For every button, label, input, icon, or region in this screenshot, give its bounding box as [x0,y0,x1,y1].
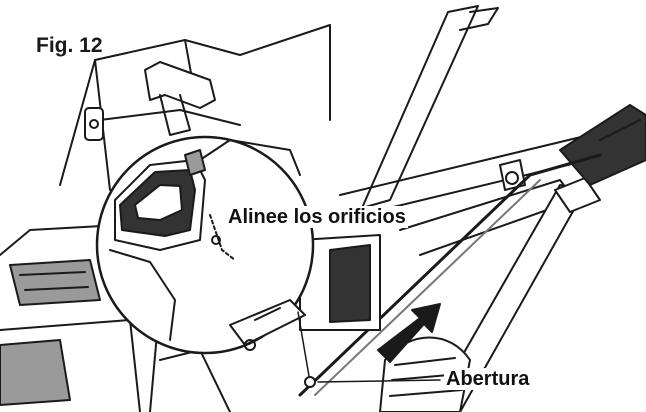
chute-handle [144,61,216,136]
side-bracket [84,107,104,141]
detail-leader [297,311,316,388]
figure-number: Fig. 12 [36,34,103,57]
opening-callout: Abertura [444,368,532,390]
upper-handle-tube [361,5,499,209]
opening-leader [317,379,441,383]
align-holes-callout: Alinee los orificios [226,206,408,228]
lower-handle-tube [429,177,601,412]
cable-rod [298,153,602,397]
grip [559,104,646,186]
upper-body-outline [59,24,331,191]
detail-circle [95,135,315,355]
arrow [377,303,441,363]
